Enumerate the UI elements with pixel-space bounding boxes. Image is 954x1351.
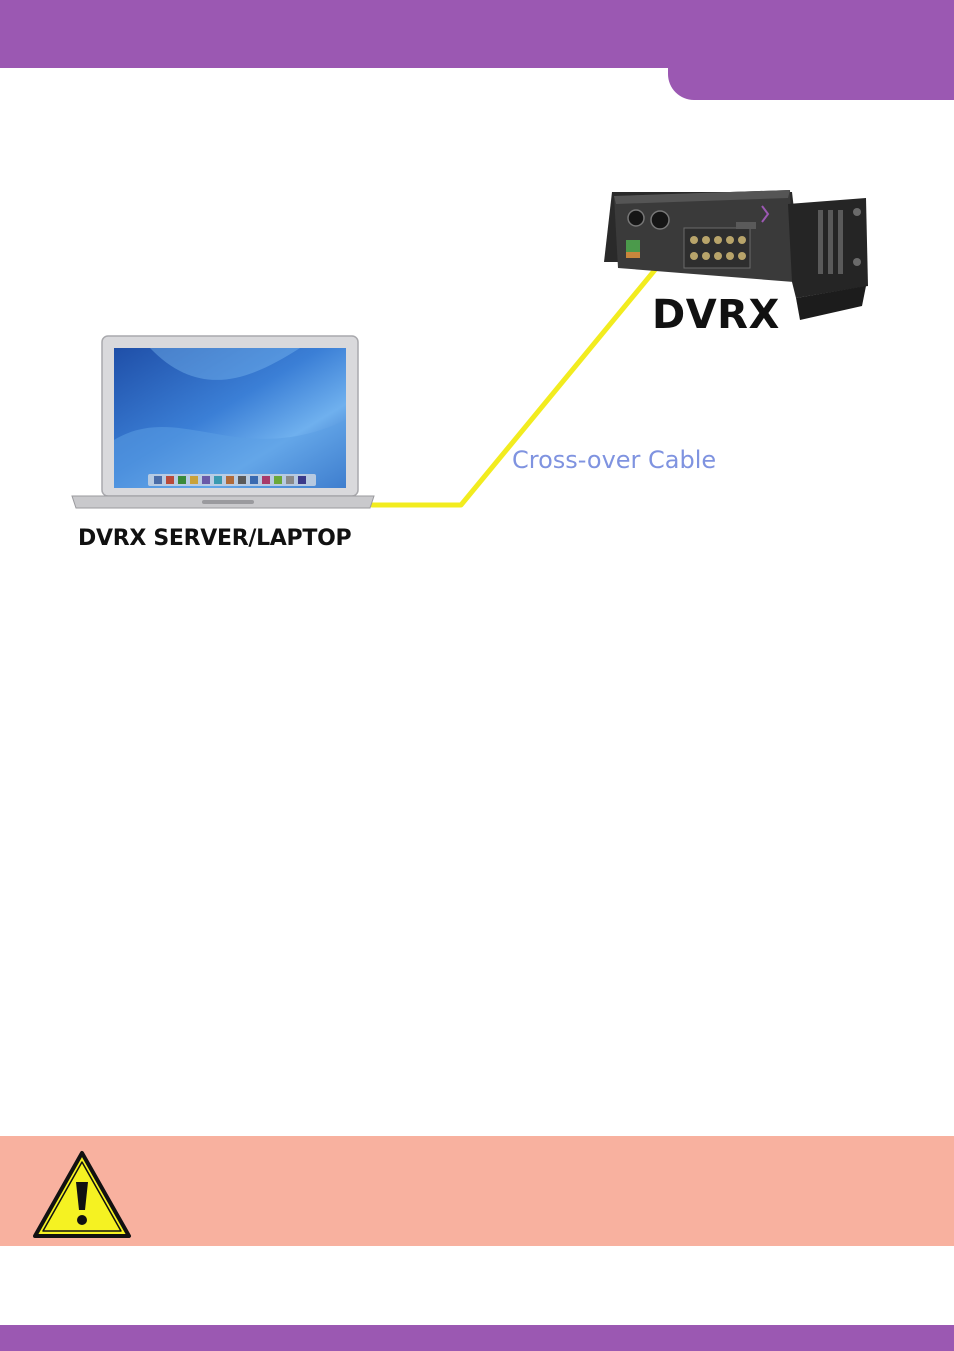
warning-triangle-icon [30,1148,134,1242]
cable-label: Cross-over Cable [512,446,716,474]
warning-band [0,1136,954,1246]
footer-bar [0,1325,954,1351]
laptop-icon [72,336,374,508]
laptop-label: DVRX SERVER/LAPTOP [78,526,351,551]
device-label: DVRX [652,292,780,338]
